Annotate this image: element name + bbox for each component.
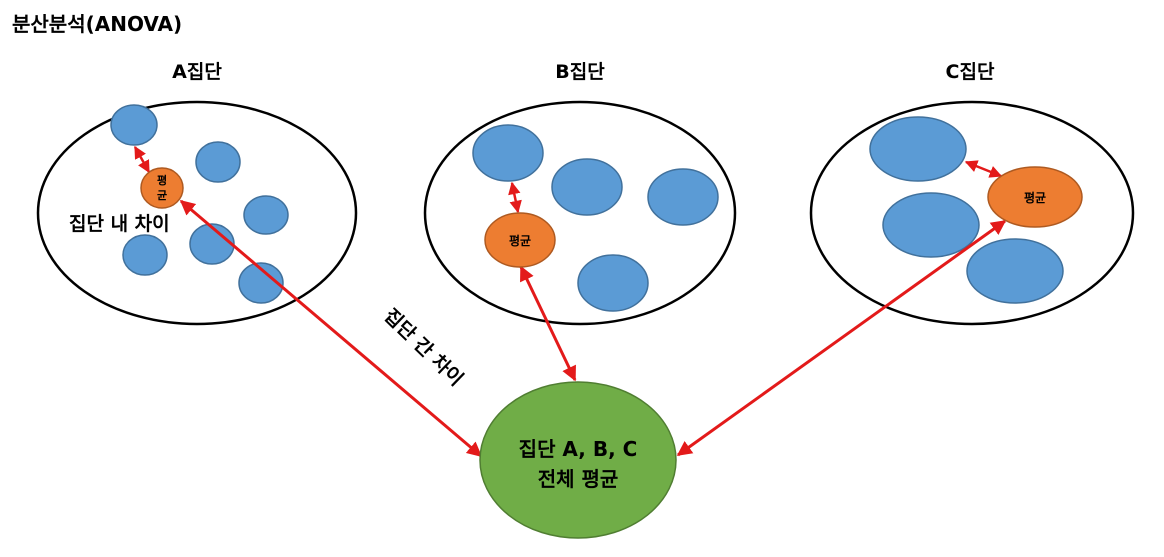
group-c-mean-label: 평균 <box>1024 191 1046 205</box>
sample-point <box>577 254 649 312</box>
between-arrow-a <box>179 199 483 458</box>
group-b-mean-label: 평균 <box>509 234 531 248</box>
within-arrow-a <box>133 145 151 174</box>
group-a-mean <box>140 167 184 209</box>
page-title: 분산분석(ANOVA) <box>12 12 183 36</box>
within-group-label: 집단 내 차이 <box>69 213 170 235</box>
sample-point <box>195 141 241 183</box>
group-a-mean-label-bottom: 균 <box>157 189 167 202</box>
within-arrow-c <box>964 160 1003 178</box>
sample-point <box>110 104 158 146</box>
sample-point <box>243 195 289 235</box>
group-b-mean <box>484 212 556 268</box>
within-arrow-b <box>508 181 522 214</box>
group-c-label: C집단 <box>946 61 995 83</box>
group-a-mean-label-top: 평 <box>157 173 167 187</box>
grand-mean-line1: 집단 A, B, C <box>519 437 638 461</box>
sample-point <box>869 116 967 182</box>
sample-point <box>647 168 719 226</box>
sample-point <box>122 234 168 276</box>
group-b-label: B집단 <box>555 61 605 83</box>
sample-point <box>189 223 235 265</box>
sample-point <box>882 192 980 258</box>
group-c-mean <box>987 166 1083 228</box>
sample-point <box>472 124 544 182</box>
sample-point <box>551 158 623 216</box>
between-arrow-c <box>676 219 1007 457</box>
grand-mean <box>479 381 677 539</box>
between-group-label: 집단 간 차이 <box>380 305 468 391</box>
group-a-label: A집단 <box>172 61 222 83</box>
sample-point <box>966 238 1064 304</box>
between-arrow-b <box>519 265 577 382</box>
grand-mean-line2: 전체 평균 <box>538 467 619 491</box>
